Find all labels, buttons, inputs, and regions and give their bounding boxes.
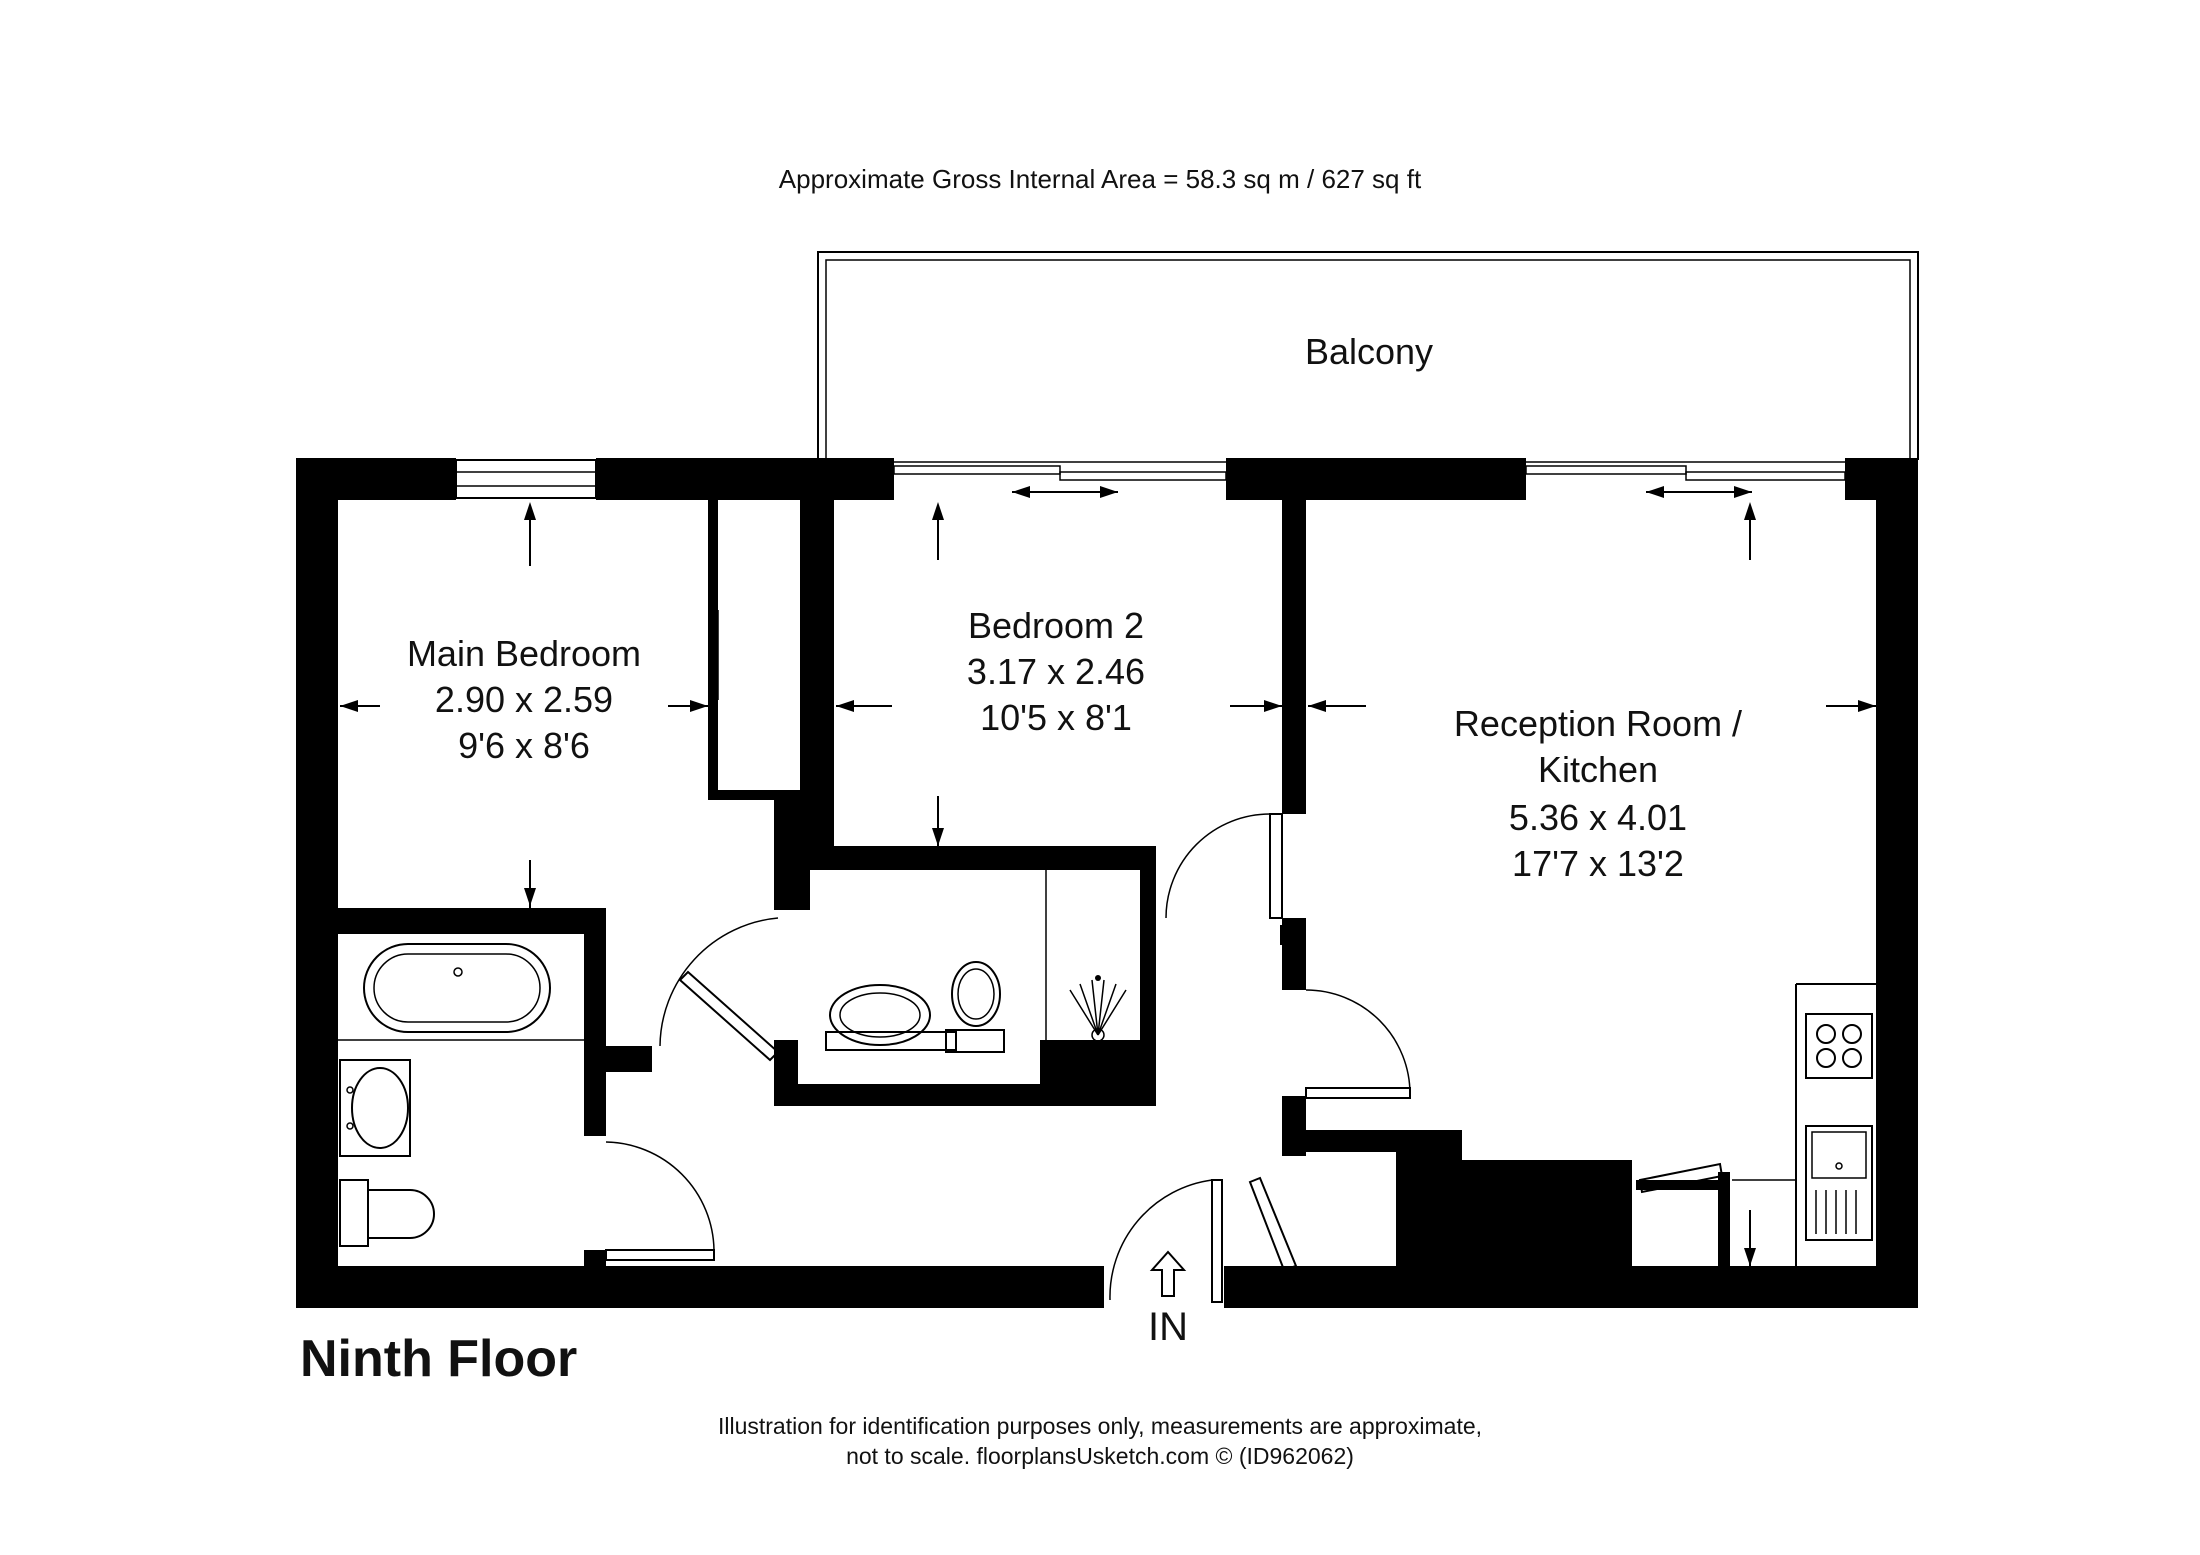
entrance-arrow — [1149, 1250, 1187, 1297]
disclaimer-line-2: not to scale. floorplansUsketch.com © (I… — [846, 1443, 1354, 1469]
gross-area-text: Approximate Gross Internal Area = 58.3 s… — [779, 164, 1422, 194]
room-label-main-bedroom: Main Bedroom 2.90 x 2.59 9'6 x 8'6 — [407, 633, 641, 766]
balcony-outline — [817, 251, 1919, 460]
room-label-reception: Reception Room / Kitchen 5.36 x 4.01 17'… — [1454, 703, 1742, 884]
entrance-label: IN — [1148, 1305, 1188, 1349]
outer-walls — [296, 458, 1918, 1308]
reception-imperial: 17'7 x 13'2 — [1512, 843, 1684, 884]
dimension-arrows — [340, 486, 1876, 1266]
reception-name-line1: Reception Room / — [1454, 703, 1742, 744]
kitchen-counter — [1732, 983, 1876, 1266]
main-bedroom-imperial: 9'6 x 8'6 — [458, 725, 590, 766]
bathtub — [363, 943, 551, 1033]
wardrobe — [708, 500, 810, 800]
kitchen-sink — [1805, 1125, 1873, 1241]
ensuite-toilet — [945, 961, 1005, 1053]
window-main-bedroom — [455, 459, 597, 499]
door-swings — [605, 813, 1724, 1303]
room-label-bedroom-2: Bedroom 2 3.17 x 2.46 10'5 x 8'1 — [967, 605, 1145, 738]
disclaimer-line-1: Illustration for identification purposes… — [718, 1413, 1482, 1439]
interior-walls — [338, 500, 1730, 1270]
bathroom-basin — [339, 1059, 411, 1157]
sliding-door-bedroom-2 — [893, 461, 1227, 481]
main-bedroom-metric: 2.90 x 2.59 — [435, 679, 613, 720]
shower — [1045, 870, 1127, 1042]
reception-name-line2: Kitchen — [1538, 749, 1658, 790]
ensuite-basin — [825, 984, 957, 1051]
bedroom-2-metric: 3.17 x 2.46 — [967, 651, 1145, 692]
bedroom-2-imperial: 10'5 x 8'1 — [980, 697, 1132, 738]
bedroom-2-name: Bedroom 2 — [968, 605, 1144, 646]
bathroom-toilet — [339, 1179, 435, 1247]
main-bedroom-name: Main Bedroom — [407, 633, 641, 674]
balcony-label: Balcony — [1305, 331, 1433, 372]
hob — [1805, 1013, 1873, 1079]
floor-title: Ninth Floor — [300, 1330, 577, 1388]
reception-metric: 5.36 x 4.01 — [1509, 797, 1687, 838]
sliding-door-reception — [1525, 461, 1846, 481]
